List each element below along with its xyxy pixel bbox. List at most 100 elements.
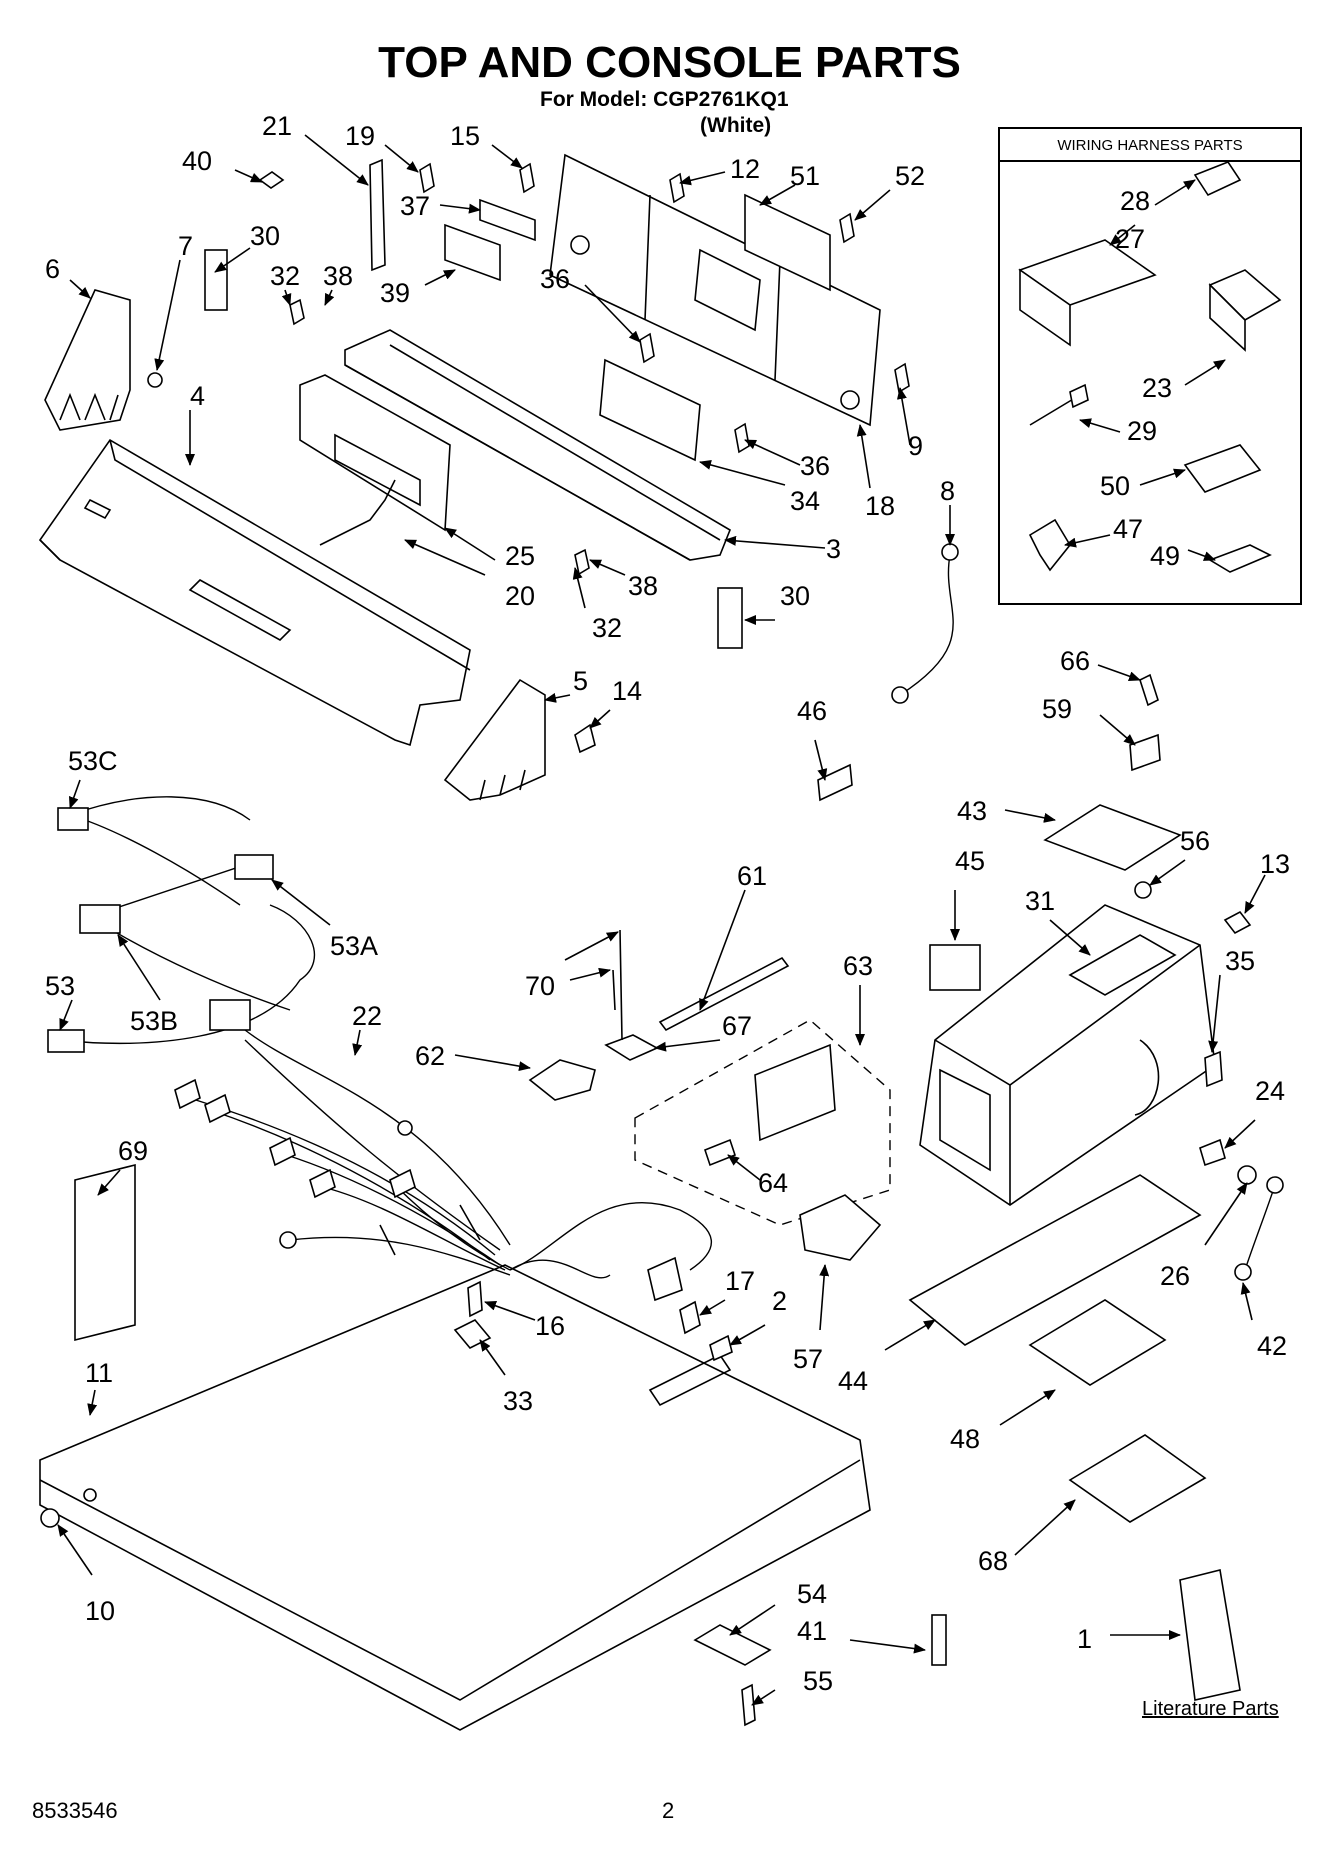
part-10 bbox=[40, 1508, 60, 1528]
callout-32b: 32 bbox=[592, 613, 622, 643]
callout-33: 33 bbox=[503, 1386, 533, 1416]
callout-53C: 53C bbox=[68, 746, 118, 776]
callout-37: 37 bbox=[400, 191, 430, 221]
part-54 bbox=[693, 1624, 772, 1666]
part-42 bbox=[1244, 1184, 1276, 1271]
part-control-board bbox=[299, 374, 451, 546]
callout-4: 4 bbox=[190, 381, 205, 411]
part-63-outline bbox=[634, 1019, 891, 1226]
part-59 bbox=[1129, 733, 1161, 772]
callout-32a: 32 bbox=[270, 261, 300, 291]
callout-56: 56 bbox=[1180, 826, 1210, 856]
callout-27: 27 bbox=[1115, 224, 1145, 254]
callout-34: 34 bbox=[790, 486, 820, 516]
part-console-front-panel bbox=[38, 438, 471, 747]
callout-11: 11 bbox=[85, 1358, 113, 1388]
callout-5: 5 bbox=[573, 666, 588, 696]
part-dryer-harness-53 bbox=[47, 796, 316, 1053]
part-56 bbox=[1134, 881, 1152, 899]
callout-57: 57 bbox=[793, 1344, 823, 1374]
part-screws bbox=[289, 162, 910, 576]
callout-44: 44 bbox=[838, 1366, 868, 1396]
callout-52: 52 bbox=[895, 161, 925, 191]
page-title: TOP AND CONSOLE PARTS bbox=[378, 38, 961, 87]
callout-42: 42 bbox=[1257, 1331, 1287, 1361]
callout-2: 2 bbox=[772, 1286, 787, 1316]
callout-64: 64 bbox=[758, 1168, 788, 1198]
callout-21: 21 bbox=[262, 111, 292, 141]
wiring-harness-box: WIRING HARNESS PARTS bbox=[998, 127, 1302, 605]
callout-53: 53 bbox=[45, 971, 75, 1001]
callout-38b: 38 bbox=[628, 571, 658, 601]
callout-12: 12 bbox=[730, 154, 760, 184]
part-24 bbox=[1199, 1138, 1226, 1167]
callout-28: 28 bbox=[1120, 186, 1150, 216]
callout-30b: 30 bbox=[780, 581, 810, 611]
callout-36a: 36 bbox=[540, 264, 570, 294]
part-41 bbox=[931, 1614, 947, 1666]
callout-63: 63 bbox=[843, 951, 873, 981]
callout-38a: 38 bbox=[323, 261, 353, 291]
callout-69: 69 bbox=[118, 1136, 148, 1166]
callout-53B: 53B bbox=[130, 1006, 178, 1036]
callout-45: 45 bbox=[955, 846, 985, 876]
part-61 bbox=[658, 956, 790, 1032]
model-line: For Model: CGP2761KQ1 bbox=[540, 88, 789, 111]
callout-47: 47 bbox=[1113, 514, 1143, 544]
page-number: 2 bbox=[662, 1798, 675, 1823]
part-46 bbox=[817, 763, 853, 802]
literature-parts-label: Literature Parts bbox=[1142, 1698, 1279, 1720]
harness-box-parts bbox=[1018, 161, 1282, 573]
part-67 bbox=[604, 1034, 659, 1061]
callout-50: 50 bbox=[1100, 471, 1130, 501]
part-right-end-cap bbox=[443, 678, 546, 801]
part-ground-wire-8 bbox=[899, 554, 954, 696]
callout-13: 13 bbox=[1260, 849, 1290, 879]
callout-9: 9 bbox=[908, 431, 923, 461]
part-35 bbox=[1204, 1050, 1223, 1088]
part-2 bbox=[709, 1334, 733, 1362]
part-26 bbox=[1237, 1165, 1257, 1185]
part-51 bbox=[744, 193, 831, 292]
callout-40: 40 bbox=[182, 146, 212, 176]
callout-62: 62 bbox=[415, 1041, 445, 1071]
part-64 bbox=[704, 1138, 736, 1167]
part-69 bbox=[74, 1163, 136, 1342]
callout-17: 17 bbox=[725, 1266, 755, 1296]
part-21 bbox=[369, 158, 386, 272]
callout-31: 31 bbox=[1025, 886, 1055, 916]
callout-7: 7 bbox=[178, 231, 193, 261]
callout-68: 68 bbox=[978, 1546, 1008, 1576]
callout-15: 15 bbox=[450, 121, 480, 151]
callout-53A: 53A bbox=[330, 931, 378, 961]
part-16 bbox=[467, 1280, 483, 1318]
color-line: (White) bbox=[700, 114, 772, 137]
part-44 bbox=[908, 1174, 1202, 1346]
part-30b bbox=[717, 587, 743, 649]
part-left-end-cap bbox=[44, 289, 163, 431]
callout-55: 55 bbox=[803, 1666, 833, 1696]
part-45 bbox=[929, 944, 981, 991]
part-48 bbox=[1028, 1299, 1167, 1386]
callout-49: 49 bbox=[1150, 541, 1180, 571]
wiring-harness-title: WIRING HARNESS PARTS bbox=[1000, 129, 1300, 162]
part-34 bbox=[599, 358, 701, 462]
callout-26: 26 bbox=[1160, 1261, 1190, 1291]
callout-43: 43 bbox=[957, 796, 987, 826]
part-43 bbox=[1043, 804, 1182, 871]
part-1-literature bbox=[1179, 1569, 1241, 1701]
callout-51: 51 bbox=[790, 161, 820, 191]
callout-46: 46 bbox=[797, 696, 827, 726]
callout-23: 23 bbox=[1142, 373, 1172, 403]
callout-14: 14 bbox=[612, 676, 642, 706]
callout-41: 41 bbox=[797, 1616, 827, 1646]
callout-35: 35 bbox=[1225, 946, 1255, 976]
part-main-harness-22 bbox=[174, 1029, 713, 1302]
callout-24: 24 bbox=[1255, 1076, 1285, 1106]
part-clip-14 bbox=[574, 723, 596, 754]
callout-3: 3 bbox=[826, 534, 841, 564]
callout-30a: 30 bbox=[250, 221, 280, 251]
callout-70: 70 bbox=[525, 971, 555, 1001]
callout-39: 39 bbox=[380, 278, 410, 308]
part-17 bbox=[679, 1300, 701, 1335]
